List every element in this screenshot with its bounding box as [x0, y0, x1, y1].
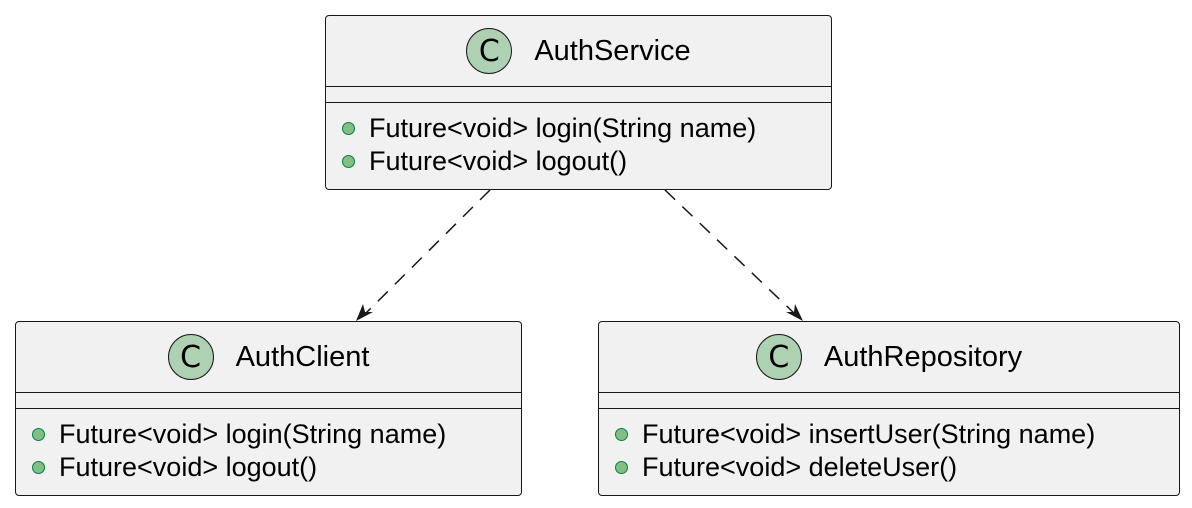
methods-divider: [326, 102, 831, 103]
class-badge-icon: C: [466, 28, 513, 74]
public-visibility-icon: [342, 122, 355, 135]
public-visibility-icon: [342, 155, 355, 168]
method-list: Future<void> login(String name) Future<v…: [32, 418, 446, 484]
public-visibility-icon: [615, 461, 628, 474]
methods-divider: [16, 408, 521, 409]
class-badge-icon: C: [755, 334, 802, 380]
method-row: Future<void> login(String name): [32, 418, 446, 451]
class-name: AuthRepository: [823, 340, 1023, 373]
class-auth-client[interactable]: C AuthClient Future<void> login(String n…: [15, 321, 522, 496]
method-signature: Future<void> login(String name): [369, 113, 757, 143]
attributes-divider: [326, 86, 831, 87]
dependency-line: [664, 189, 797, 316]
class-header: C AuthClient: [16, 322, 521, 392]
class-auth-repository[interactable]: C AuthRepository Future<void> insertUser…: [598, 321, 1180, 496]
public-visibility-icon: [615, 428, 628, 441]
methods-divider: [599, 408, 1179, 409]
method-list: Future<void> insertUser(String name) Fut…: [615, 418, 1095, 484]
public-visibility-icon: [32, 428, 45, 441]
dependency-authservice-authrepository: [664, 189, 803, 321]
method-signature: Future<void> insertUser(String name): [642, 419, 1096, 449]
dependency-authservice-authclient: [356, 189, 491, 321]
method-row: Future<void> logout(): [342, 145, 756, 178]
method-list: Future<void> login(String name) Future<v…: [342, 112, 756, 178]
class-auth-service[interactable]: C AuthService Future<void> login(String …: [325, 15, 832, 190]
arrowhead-icon: [356, 304, 373, 321]
class-name: AuthService: [534, 34, 691, 67]
public-visibility-icon: [32, 461, 45, 474]
method-row: Future<void> deleteUser(): [615, 451, 1095, 484]
method-signature: Future<void> logout(): [369, 146, 628, 176]
attributes-divider: [16, 392, 521, 393]
method-signature: Future<void> deleteUser(): [642, 452, 958, 482]
method-signature: Future<void> login(String name): [59, 419, 447, 449]
dependency-line: [363, 189, 491, 316]
class-header: C AuthService: [326, 16, 831, 86]
class-badge-icon: C: [167, 334, 214, 380]
method-signature: Future<void> logout(): [59, 452, 318, 482]
method-row: Future<void> insertUser(String name): [615, 418, 1095, 451]
attributes-divider: [599, 392, 1179, 393]
class-name: AuthClient: [235, 340, 370, 373]
arrowhead-icon: [786, 304, 803, 321]
method-row: Future<void> logout(): [32, 451, 446, 484]
method-row: Future<void> login(String name): [342, 112, 756, 145]
class-header: C AuthRepository: [599, 322, 1179, 392]
